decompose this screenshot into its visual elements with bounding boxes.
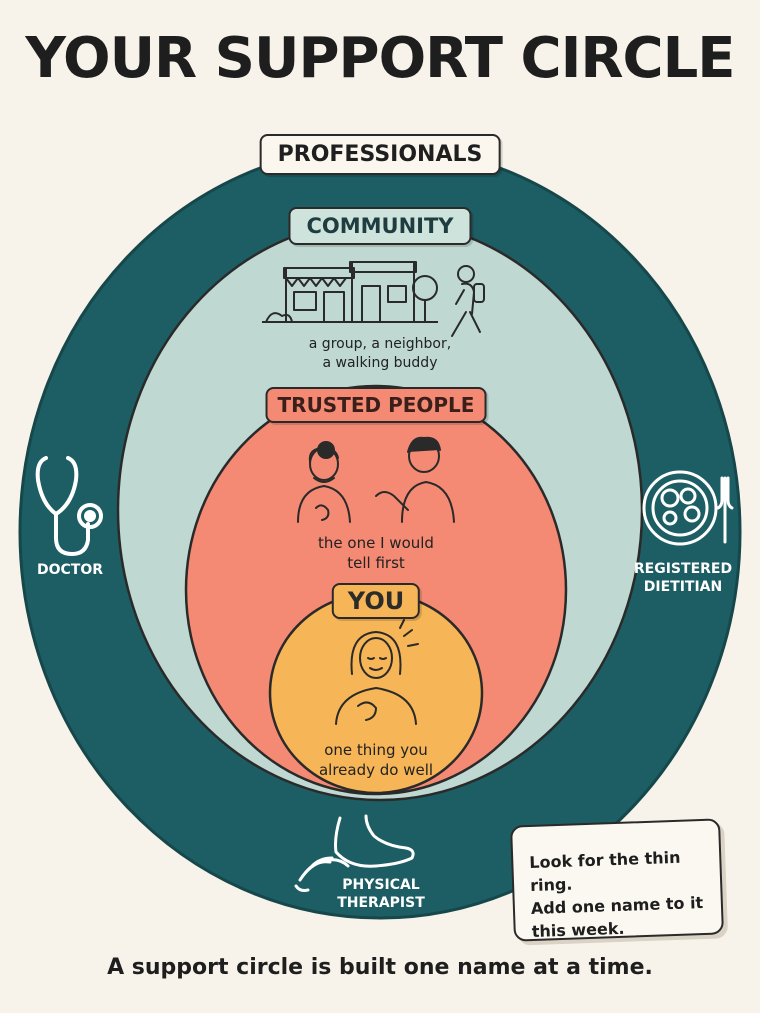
you-person-icon [335,619,419,725]
trusted-man-icon [375,436,455,523]
tip-note-text: Look for the thin ring. Add one name to … [529,847,704,942]
label-community: COMMUNITY [288,207,472,245]
label-dietitian: REGISTERED DIETITIAN [633,561,733,595]
caption-community-text: a group, a neighbor, a walking buddy [308,336,452,371]
label-trusted-people: TRUSTED PEOPLE [265,387,487,423]
tip-note-card: Look for the thin ring. Add one name to … [510,818,724,942]
caption-trusted: the one I would tell first [256,533,496,573]
plate-fork-icon [642,470,734,546]
page-title: YOUR SUPPORT CIRCLE [25,26,735,91]
label-professionals: PROFESSIONALS [259,134,501,175]
storefront-icon [262,261,438,323]
trusted-woman-icon [297,441,351,523]
foot-hand-icon [294,814,415,892]
caption-you: one thing you already do well [256,740,496,780]
walking-person-icon [451,265,485,337]
caption-community: a group, a neighbor, a walking buddy [260,335,500,373]
label-doctor: DOCTOR [36,562,104,578]
label-physical-therapist: PHYSICAL THERAPIST [337,877,425,911]
stethoscope-icon [35,456,103,557]
footer-tagline: A support circle is built one name at a … [107,955,653,980]
label-you: YOU [331,583,421,619]
caption-you-text: one thing you already do well [318,741,434,779]
caption-trusted-text: the one I would tell first [318,534,434,572]
